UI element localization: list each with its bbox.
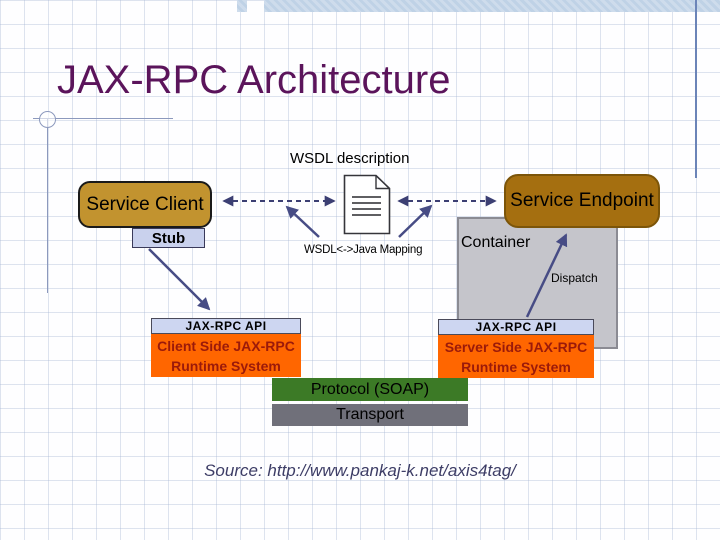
client-runtime-box: Client Side JAX-RPC Runtime System [151,334,301,377]
client-api-header-box: JAX-RPC API [151,318,301,334]
server-api-header-box: JAX-RPC API [438,319,594,335]
server-runtime-line1: Server Side JAX-RPC [444,338,588,355]
wsdl-description-label: WSDL description [290,150,410,167]
protocol-soap-box: Protocol (SOAP) [272,378,468,401]
server-runtime-box: Server Side JAX-RPC Runtime System [438,335,594,378]
service-endpoint-label: Service Endpoint [510,190,654,211]
stub-to-api-arrow [148,248,211,311]
right-vertical-rule [695,0,697,178]
slide-title: JAX-RPC Architecture [57,58,451,102]
server-runtime-line2: Runtime System [461,358,571,375]
server-api-header-label: JAX-RPC API [475,320,557,334]
container-label: Container [461,234,531,251]
stub-label: Stub [151,229,186,247]
rule-circle-ornament [39,111,56,128]
service-client-label: Service Client [86,193,204,215]
wsdl-java-mapping-label: WSDL<->Java Mapping [304,244,423,256]
top-band-notch [237,0,247,12]
dispatch-label: Dispatch [551,271,598,285]
protocol-soap-label: Protocol (SOAP) [310,380,430,398]
client-runtime-line1: Client Side JAX-RPC [157,337,295,354]
client-api-header-label: JAX-RPC API [185,319,267,333]
top-band [264,0,720,12]
mapping-arrow-left [285,205,320,238]
service-client-box: Service Client [78,181,212,228]
left-vertical-rule [47,119,48,293]
transport-box: Transport [272,404,468,426]
mapping-arrow-right [398,204,433,238]
client-runtime-line2: Runtime System [171,357,281,374]
source-citation: Source: http://www.pankaj-k.net/axis4tag… [204,461,516,480]
transport-label: Transport [336,406,404,423]
wsdl-document-icon [343,174,391,235]
title-underline-rule [33,118,173,119]
service-endpoint-box: Service Endpoint [504,174,660,228]
stub-box: Stub [132,228,205,248]
